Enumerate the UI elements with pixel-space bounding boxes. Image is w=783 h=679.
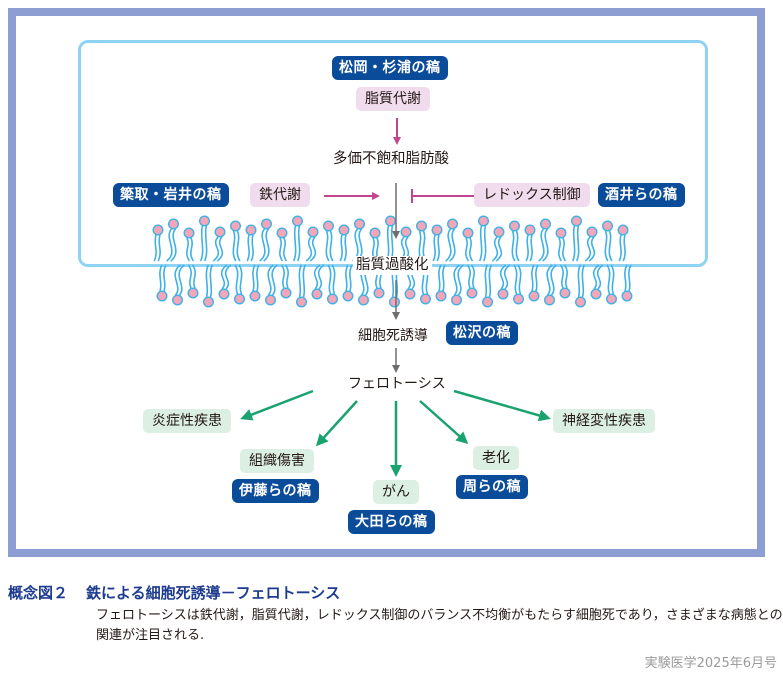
- lipid-molecule-upper: [431, 224, 443, 262]
- lipid-molecule-lower: [171, 264, 185, 306]
- reference-badge-matsuzawa: 松沢の稿: [446, 321, 518, 345]
- reference-badge-ota: 大田らの稿: [348, 510, 435, 534]
- lipid-molecule-lower: [606, 264, 618, 305]
- lipid-molecule-lower: [559, 264, 571, 299]
- lipid-molecule-upper: [152, 224, 164, 262]
- lipid-molecule-upper: [276, 227, 288, 262]
- caption-body: フェロトーシスは鉄代謝，脂質代謝，レドックス制御のバランス不均衡がもたらす細胞死…: [96, 608, 783, 643]
- lipid-molecule-upper: [229, 220, 241, 262]
- arrow-to-tissue-injury: [315, 400, 358, 447]
- lipid-molecule-lower: [621, 264, 633, 302]
- disease-neurodegenerative: 神経変性疾患: [553, 409, 655, 433]
- lipid-molecule-lower: [265, 264, 278, 306]
- lipid-molecule-upper: [617, 224, 629, 262]
- lipid-molecule-upper: [183, 227, 195, 262]
- arrow-to-inflammatory: [240, 389, 314, 421]
- lipid-molecule-lower: [342, 264, 354, 302]
- caption-title: 鉄による細胞死誘導－フェロトーシス: [86, 584, 341, 602]
- redox-inhibition-bar: [411, 189, 474, 203]
- reference-badge-yanadori-iwai: 簗取・岩井の稿: [113, 183, 229, 207]
- lipid-molecule-lower: [249, 264, 261, 302]
- reference-badge-ito: 伊藤らの稿: [232, 479, 319, 503]
- reference-badge-matsuoka-sugiura: 松岡・杉浦の稿: [332, 56, 448, 80]
- lipid-molecule-lower: [404, 264, 418, 300]
- reference-badge-sakai: 酒井らの稿: [598, 183, 685, 207]
- lipid-molecule-lower: [187, 264, 199, 299]
- lipid-molecule-upper: [323, 220, 335, 262]
- lipid-molecule-lower: [497, 264, 511, 300]
- arrow-to-neurodegenerative: [453, 389, 551, 422]
- lipid-molecule-lower: [513, 264, 525, 305]
- source-credit: 実験医学2025年6月号: [644, 656, 777, 671]
- lipid-molecule-upper: [571, 215, 583, 262]
- lipid-molecule-lower: [296, 264, 308, 308]
- lipid-molecule-upper: [602, 220, 614, 262]
- disease-cancer: がん: [373, 480, 419, 504]
- lipid-molecule-lower: [311, 264, 325, 300]
- arrow-to-aging: [419, 400, 469, 444]
- caption-label: 概念図２: [8, 584, 69, 602]
- lipid-molecule-lower: [202, 264, 214, 308]
- lipid-molecule-upper: [478, 215, 490, 262]
- regulator-redox-control: レドックス制御: [474, 183, 590, 207]
- lipid-molecule-lower: [435, 264, 447, 302]
- lipid-molecule-lower: [466, 264, 478, 299]
- node-ferroptosis: フェロトーシス: [345, 375, 449, 393]
- lipid-molecule-upper: [245, 224, 257, 262]
- lipid-bilayer-membrane: [152, 215, 633, 308]
- lipid-molecule-upper: [259, 218, 273, 262]
- lipid-molecule-lower: [280, 264, 292, 299]
- caption-title-line: 概念図２ 鉄による細胞死誘導－フェロトーシス: [8, 582, 340, 603]
- lipid-molecule-upper: [212, 226, 226, 262]
- regulator-iron-metabolism: 鉄代謝: [250, 183, 310, 207]
- disease-inflammatory: 炎症性疾患: [143, 409, 231, 433]
- lipid-molecule-upper: [369, 227, 381, 262]
- lipid-molecule-upper: [166, 218, 179, 262]
- lipid-molecule-lower: [575, 264, 587, 308]
- lipid-molecule-upper: [584, 226, 598, 262]
- lipid-molecule-upper: [385, 215, 397, 262]
- lipid-molecule-upper: [462, 227, 474, 262]
- lipid-molecule-upper: [555, 227, 567, 262]
- lipid-molecule-upper: [445, 218, 459, 262]
- lipid-molecule-lower: [451, 264, 464, 306]
- lipid-molecule-upper: [509, 220, 521, 262]
- node-pufa: 多価不飽和脂肪酸: [330, 150, 452, 169]
- lipid-molecule-upper: [491, 226, 505, 262]
- node-lipid-peroxidation: 脂質過酸化: [353, 256, 432, 275]
- lipid-molecule-lower: [528, 264, 540, 302]
- lipid-molecule-upper: [198, 215, 210, 262]
- reference-badge-zhou: 周らの稿: [456, 475, 528, 499]
- lipid-molecule-lower: [482, 264, 494, 308]
- disease-aging: 老化: [473, 446, 519, 470]
- lipid-molecule-upper: [338, 224, 350, 262]
- lipid-molecule-upper: [292, 215, 304, 262]
- lipid-molecule-upper: [305, 226, 319, 262]
- lipid-molecule-lower: [218, 264, 232, 300]
- lipid-molecule-lower: [590, 264, 604, 300]
- lipid-molecule-lower: [327, 264, 339, 305]
- lipid-molecule-lower: [233, 264, 245, 305]
- lipid-molecule-upper: [538, 218, 552, 262]
- regulator-lipid-metabolism: 脂質代謝: [356, 87, 430, 111]
- lipid-molecule-lower: [544, 264, 557, 306]
- lipid-molecule-lower: [156, 264, 168, 302]
- disease-tissue-injury: 組織傷害: [240, 449, 314, 473]
- node-cell-death-induction: 細胞死誘導: [355, 327, 431, 345]
- lipid-molecule-upper: [352, 218, 366, 262]
- lipid-molecule-upper: [524, 224, 536, 262]
